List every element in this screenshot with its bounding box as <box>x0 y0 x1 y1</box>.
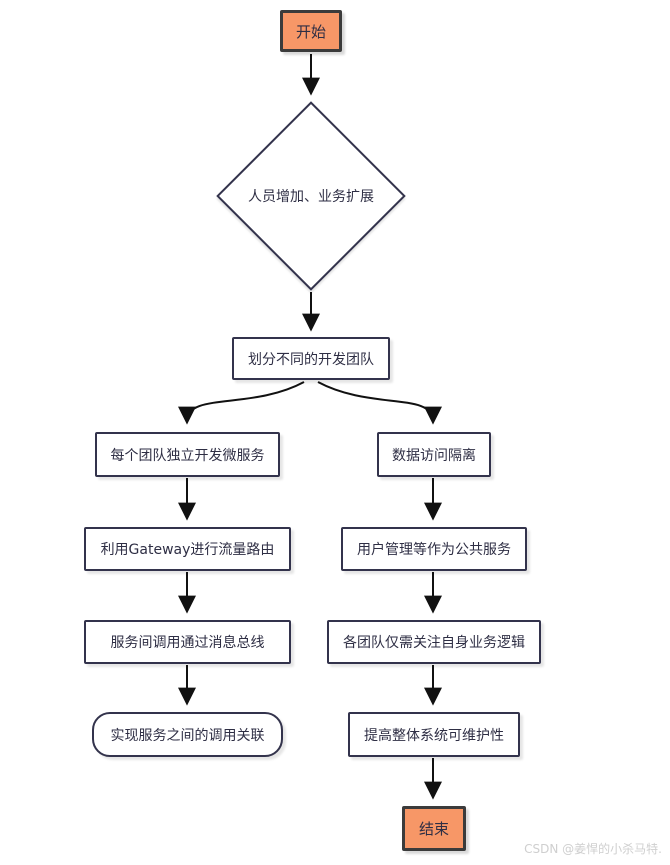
left-node-message-bus: 服务间调用通过消息总线 <box>84 620 291 664</box>
decision-diamond-label: 人员增加、业务扩展 <box>248 189 374 205</box>
right-node-data-isolation: 数据访问隔离 <box>377 432 491 477</box>
connector-divide-to-left <box>178 381 305 425</box>
left-node-independent-dev: 每个团队独立开发微服务 <box>95 432 280 477</box>
start-node: 开始 <box>280 10 342 52</box>
right-node-maintainability: 提高整体系统可维护性 <box>348 712 520 757</box>
left-node-call-relation: 实现服务之间的调用关联 <box>92 712 283 757</box>
right-node-focus-business-logic: 各团队仅需关注自身业务逻辑 <box>327 620 541 664</box>
divide-teams-node: 划分不同的开发团队 <box>232 337 390 380</box>
csdn-watermark: CSDN @姜悍的小杀马特. <box>524 842 662 856</box>
connector-divide-to-right <box>317 381 442 425</box>
left-node-gateway-routing: 利用Gateway进行流量路由 <box>84 527 291 571</box>
right-node-shared-user-service: 用户管理等作为公共服务 <box>341 527 527 571</box>
end-node: 结束 <box>402 806 466 851</box>
